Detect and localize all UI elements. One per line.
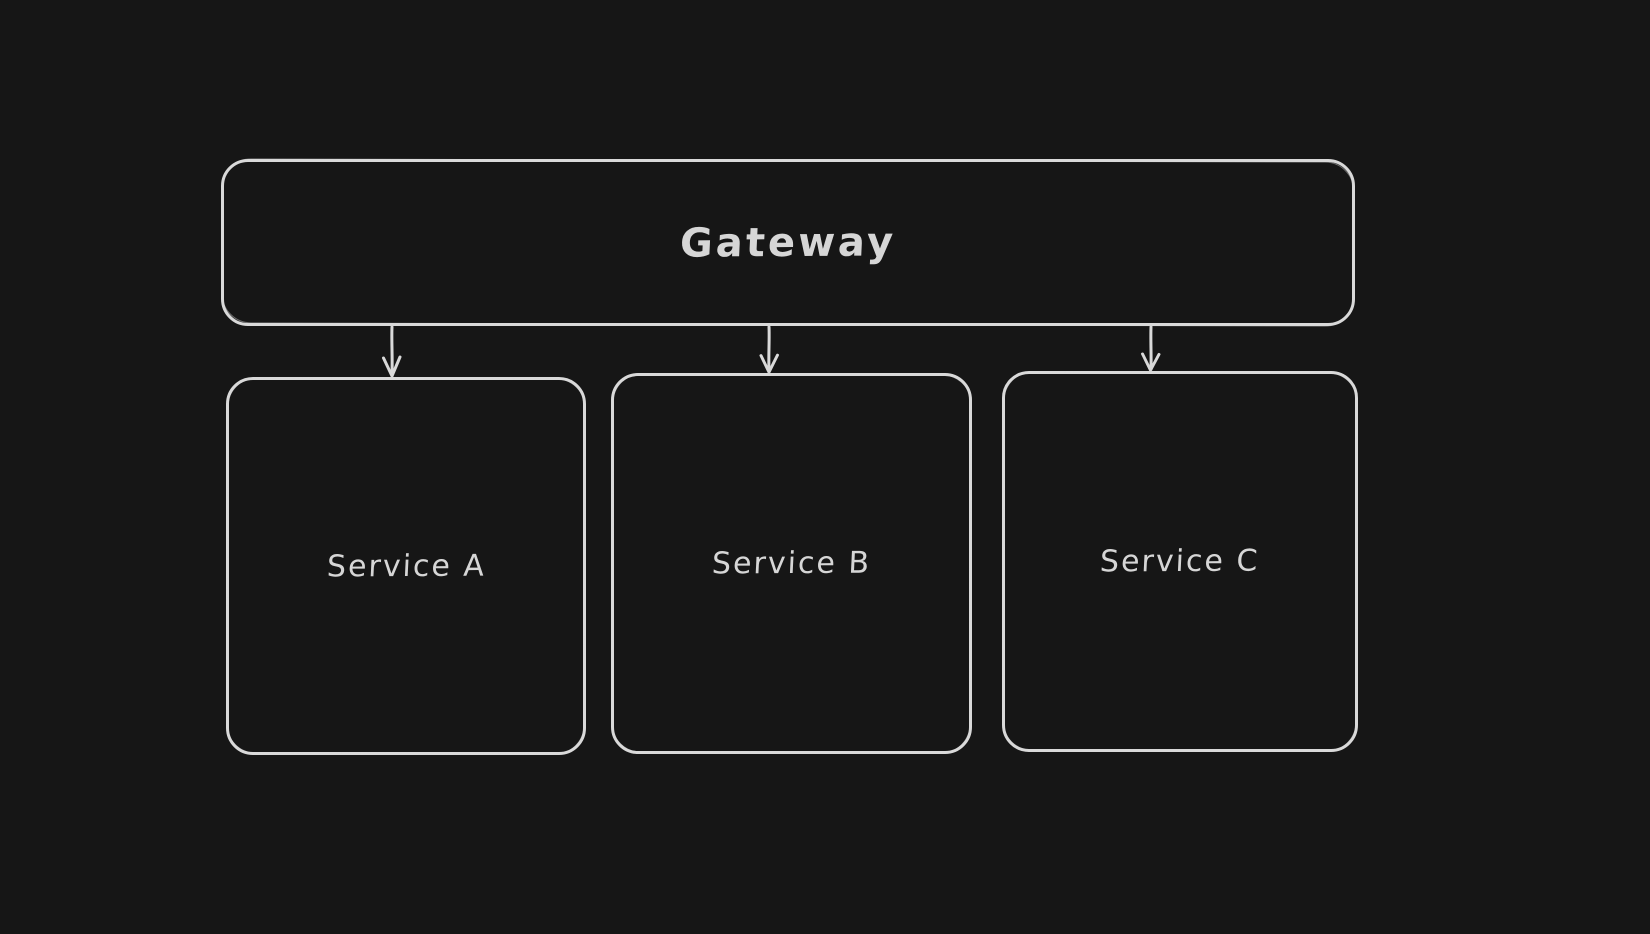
arrow-gateway-to-service-c — [1141, 325, 1161, 372]
node-service-c[interactable]: Service C — [1002, 371, 1358, 752]
arrow-gateway-to-service-b — [759, 325, 779, 374]
node-service-b[interactable]: Service B — [611, 373, 972, 754]
node-service-c-label: Service C — [1099, 543, 1261, 580]
node-service-a-label: Service A — [325, 548, 487, 584]
node-service-a[interactable]: Service A — [226, 377, 586, 755]
arrowhead-down-icon — [382, 355, 402, 378]
arrow-gateway-to-service-a — [382, 325, 402, 378]
node-gateway-label: Gateway — [678, 218, 898, 267]
node-gateway[interactable]: Gateway — [221, 159, 1355, 326]
node-service-b-label: Service B — [711, 545, 872, 582]
